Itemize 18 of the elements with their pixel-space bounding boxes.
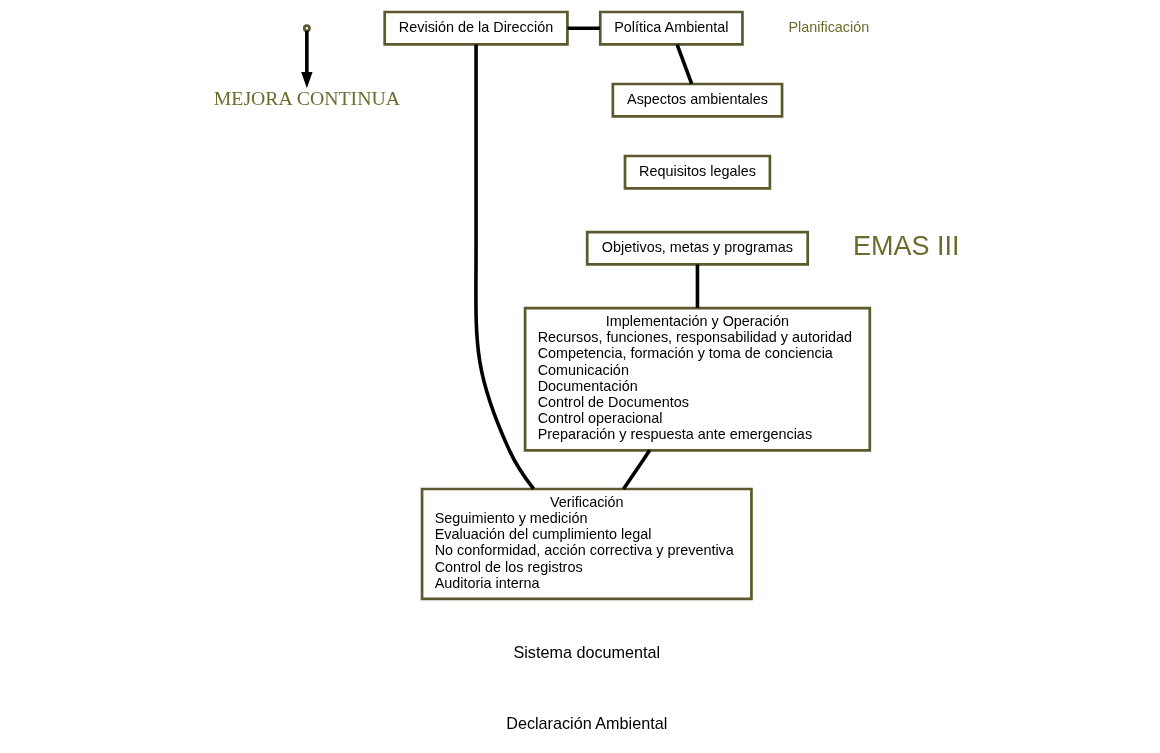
node-box: Aspectos ambientales [611, 82, 784, 118]
connector [695, 264, 700, 308]
node-box: Política Ambiental [598, 10, 744, 46]
arrow [301, 30, 313, 89]
node-box: Verificación Seguimiento y medición Evaluación del cumplimiento legal No conformidad, acción correctiva y preventiva Control de los registros Auditoria interna [420, 487, 753, 601]
node-box: Requisitos legales [623, 154, 772, 190]
node-text: MEJORA CONTINUA [213, 87, 400, 110]
node-box: Objetivos, metas y programas [585, 230, 810, 266]
label: Planificación [788, 18, 870, 35]
node-box: Revisión de la Dirección [383, 10, 569, 46]
label: EMAS III [852, 231, 960, 261]
label: Declaración Ambiental [506, 713, 668, 732]
connector [474, 44, 536, 491]
connector [622, 449, 652, 490]
connector [675, 44, 694, 85]
connector [567, 26, 600, 30]
label: Sistema documental [513, 642, 661, 661]
node-box: Implementación y Operación Recursos, funciones, responsabilidad y autoridad Competencia, formación y toma de conciencia Comunicación Documentación Control de Documentos Control operacional Preparación y respuesta ante emergencias [523, 306, 872, 452]
